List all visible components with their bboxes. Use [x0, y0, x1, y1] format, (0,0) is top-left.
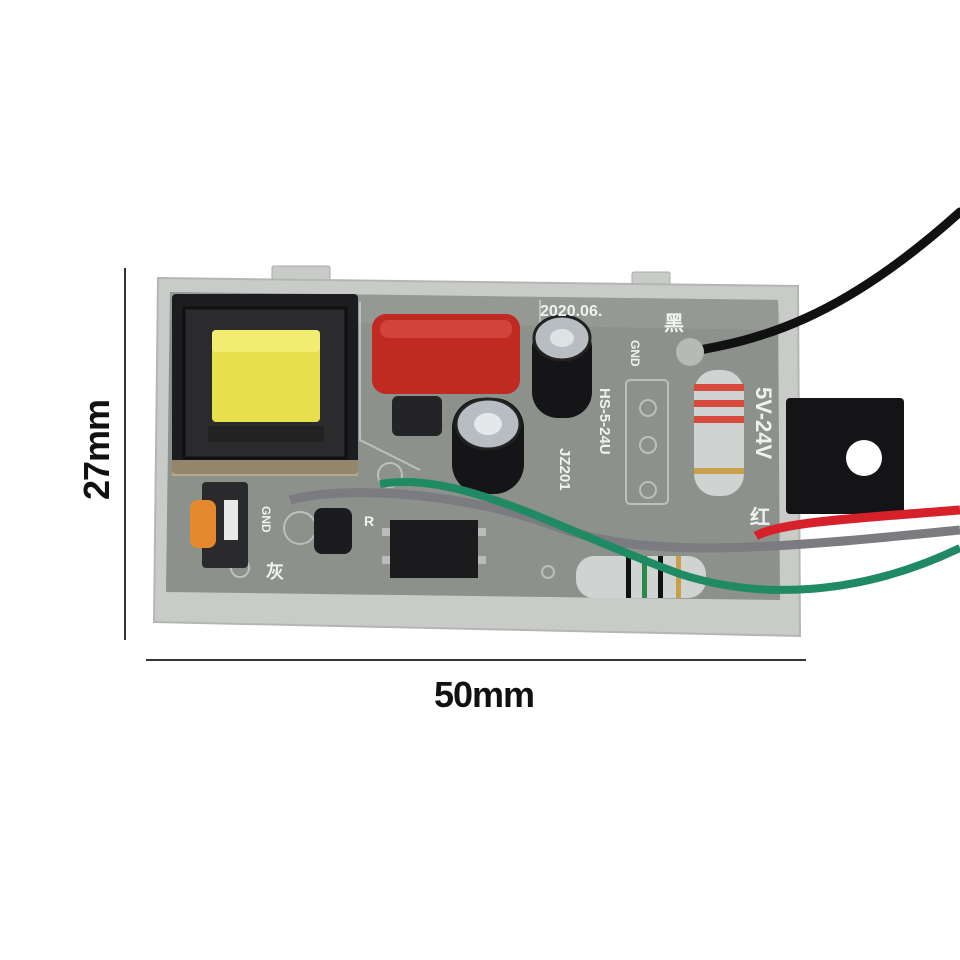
board-model-text: HS-5-24U: [596, 388, 613, 455]
board-wire-left-char: 灰: [266, 561, 284, 582]
board-gnd-top-text: GND: [628, 340, 642, 367]
resistor-vertical: [694, 370, 744, 496]
voltage-regulator: [786, 398, 904, 514]
film-capacitor: [372, 314, 520, 394]
wire-green: [379, 477, 960, 594]
transformer: [172, 294, 358, 476]
wire-black: [683, 207, 960, 357]
ic-chip-main: [382, 520, 486, 578]
electrolytic-capacitor-top: [532, 314, 592, 418]
board-gnd-left-text: GND: [259, 506, 273, 533]
trimmer-potentiometer: [190, 482, 248, 568]
height-dimension-label: 27mm: [76, 399, 117, 501]
board-wire-right-char: 红: [750, 505, 770, 529]
ic-chip-small: [392, 396, 442, 436]
board-date-text: 2020.06.: [540, 303, 602, 320]
width-dimension-label: 50mm: [433, 674, 535, 715]
wire-black-solder: [676, 338, 704, 366]
board-wire-top-char: 黑: [664, 312, 684, 335]
board-voltage-text: 5V-24V: [751, 387, 776, 459]
board-r-text: R: [364, 513, 374, 529]
transistor: [314, 508, 352, 554]
board-part-text: JZ201: [556, 448, 573, 491]
electrolytic-capacitor-bottom: [452, 397, 524, 494]
wire-red: [753, 505, 960, 541]
